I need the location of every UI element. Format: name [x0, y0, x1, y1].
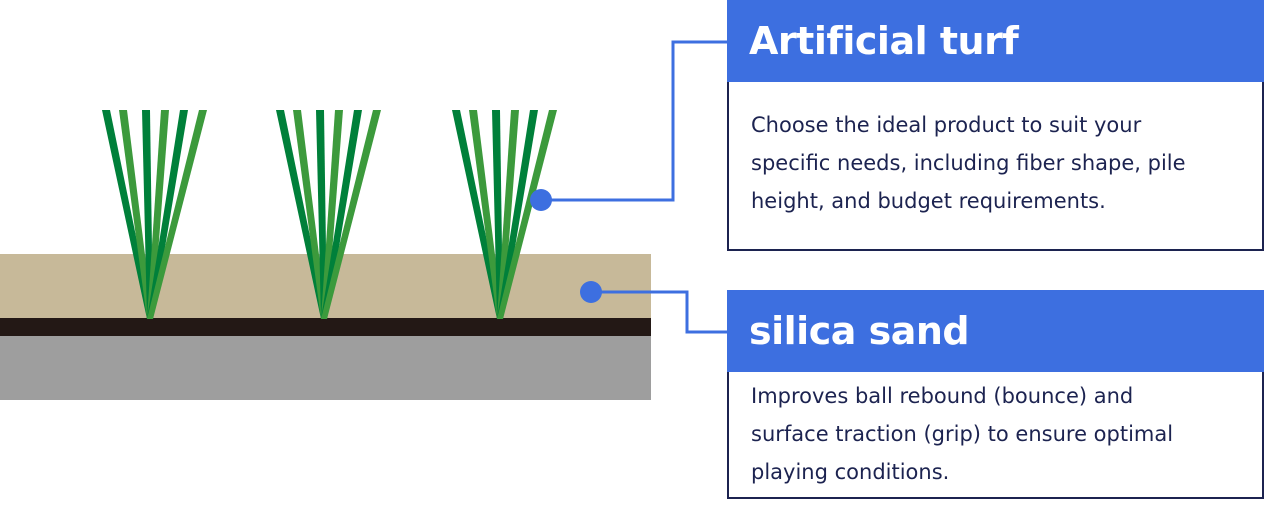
silica-sand-description: Improves ball rebound (bounce) and surfa… [729, 290, 1262, 491]
turf-blade [469, 110, 503, 319]
turf-blade [321, 110, 343, 319]
artificial-turf-callout: Artificial turf Choose the ideal product… [727, 0, 1264, 251]
turf-blade [119, 110, 153, 319]
description-line: playing conditions. [751, 460, 950, 484]
sand-connector-line [591, 290, 728, 334]
turf-blade [293, 110, 327, 319]
turf-blade [142, 110, 153, 319]
turf-blade [147, 110, 207, 319]
description-line: Choose the ideal product to suit your [751, 113, 1142, 137]
turf-tufts [102, 110, 557, 319]
turf-blade [147, 110, 169, 319]
turf-blade [316, 110, 327, 319]
silica-sand-callout: silica sand Improves ball rebound (bounc… [727, 290, 1264, 499]
description-line: specific needs, including fiber shape, p… [751, 151, 1186, 175]
description-line: Improves ball rebound (bounce) and [751, 384, 1134, 408]
description-line: surface traction (grip) to ensure optima… [751, 422, 1174, 446]
turf-blade [492, 110, 503, 319]
sand-connector-dot [580, 281, 602, 303]
turf-blade [497, 110, 538, 319]
artificial-turf-description: Choose the ideal product to suit your sp… [729, 82, 1262, 220]
turf-blade [147, 110, 188, 319]
base-layer [0, 336, 651, 400]
turf-blade [497, 110, 519, 319]
turf-blade [497, 110, 557, 319]
silica-sand-title: silica sand [727, 290, 1264, 372]
turf-blade [321, 110, 381, 319]
turf-blade [321, 110, 362, 319]
turf-connector-line [541, 40, 728, 202]
turf-connector-dot [530, 189, 552, 211]
artificial-turf-title: Artificial turf [727, 0, 1264, 82]
description-line: height, and budget requirements. [751, 189, 1106, 213]
backing-layer [0, 318, 651, 336]
